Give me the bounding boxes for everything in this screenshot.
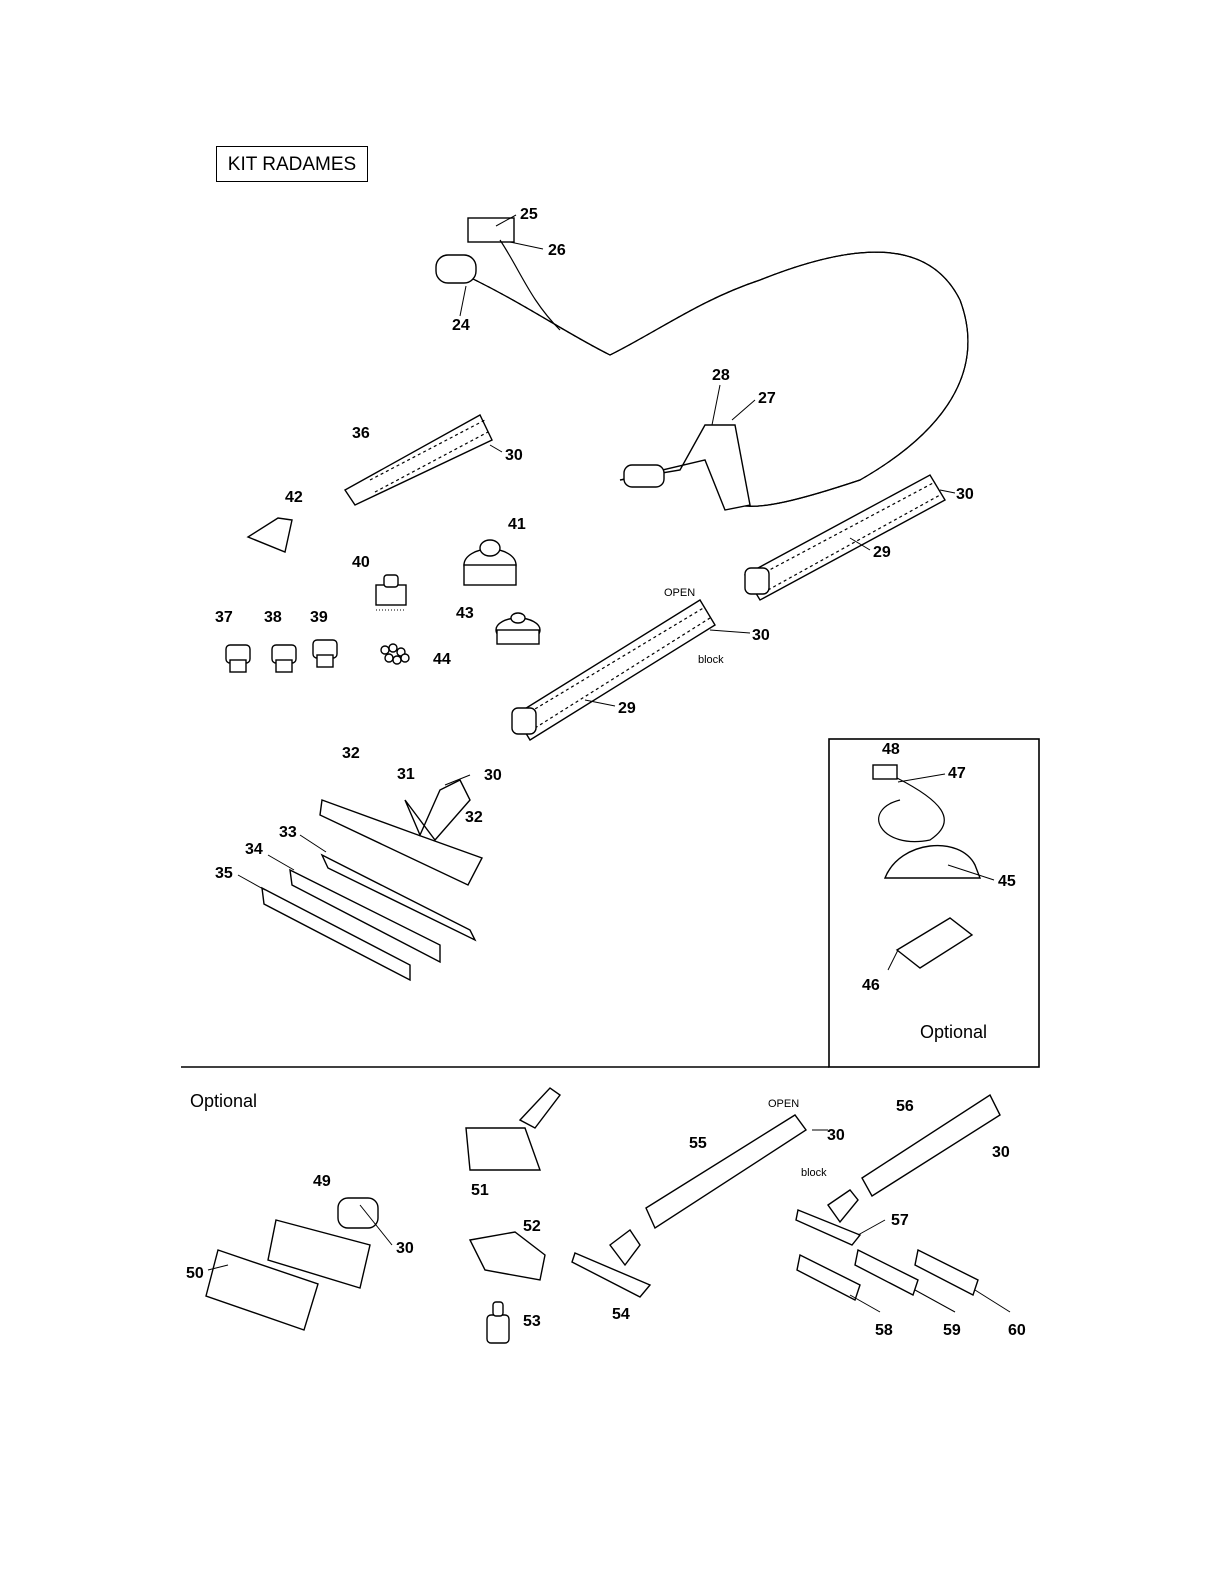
label-30-floor: 30 (484, 767, 502, 784)
nozzle-51 (466, 1088, 560, 1170)
label-37: 37 (215, 609, 233, 626)
label-46: 46 (862, 977, 880, 994)
round-brush-41 (464, 540, 516, 585)
extension-tube-lower (512, 600, 715, 740)
hose-connector (436, 255, 476, 283)
label-36: 36 (352, 425, 370, 442)
label-26: 26 (548, 242, 566, 259)
label-40: 40 (352, 554, 370, 571)
handle-nozzle (624, 465, 664, 487)
brush-strip-58 (797, 1255, 860, 1300)
steam-hose-assembly (436, 218, 968, 510)
optional-box (829, 739, 1039, 1067)
extension-tube-upper (745, 475, 945, 600)
label-block-1: block (698, 654, 724, 666)
label-41: 41 (508, 516, 526, 533)
label-34: 34 (245, 841, 263, 858)
steam-plate-46 (897, 918, 972, 968)
nozzle-57 (796, 1190, 860, 1245)
label-30-window: 30 (396, 1240, 414, 1257)
label-30-tube-55: 30 (827, 1127, 845, 1144)
label-54: 54 (612, 1306, 630, 1323)
label-39: 39 (310, 609, 328, 626)
small-brush-38 (272, 645, 296, 672)
label-55: 55 (689, 1135, 707, 1152)
label-32-top: 32 (342, 745, 360, 762)
label-43: 43 (456, 605, 474, 622)
label-open-1: OPEN (664, 587, 695, 599)
label-30-lance: 30 (505, 447, 523, 464)
label-29-upper: 29 (873, 544, 891, 561)
label-block-2: block (801, 1167, 827, 1179)
label-50: 50 (186, 1265, 204, 1282)
label-45: 45 (998, 873, 1016, 890)
label-29-lower: 29 (618, 700, 636, 717)
label-53: 53 (523, 1313, 541, 1330)
plug-25 (468, 218, 514, 242)
tube-56 (862, 1095, 1000, 1196)
small-brush-37 (226, 645, 250, 672)
round-brush-43 (496, 613, 540, 644)
label-32-side: 32 (465, 809, 483, 826)
bottle-53 (487, 1302, 509, 1343)
label-44: 44 (433, 651, 451, 668)
label-28: 28 (712, 367, 730, 384)
label-25: 25 (520, 206, 538, 223)
label-27: 27 (758, 390, 776, 407)
label-52: 52 (523, 1218, 541, 1235)
nozzle-54 (572, 1230, 650, 1297)
optional-box-label: Optional (920, 1022, 987, 1042)
adapter-52 (470, 1232, 545, 1280)
optional-section-label: Optional (190, 1091, 257, 1111)
label-49: 49 (313, 1173, 331, 1190)
label-31: 31 (397, 766, 415, 783)
small-brush-39 (313, 640, 337, 667)
label-48: 48 (882, 741, 900, 758)
label-24: 24 (452, 317, 470, 334)
label-57: 57 (891, 1212, 909, 1229)
label-35: 35 (215, 865, 233, 882)
label-60: 60 (1008, 1322, 1026, 1339)
label-42: 42 (285, 489, 303, 506)
cone-nozzle-42 (248, 518, 292, 552)
label-58: 58 (875, 1322, 893, 1339)
label-47: 47 (948, 765, 966, 782)
label-59: 59 (943, 1322, 961, 1339)
label-30-tube-56: 30 (992, 1144, 1010, 1161)
leader-lines (208, 215, 1010, 1312)
label-56: 56 (896, 1098, 914, 1115)
label-open-2: OPEN (768, 1098, 799, 1110)
label-33: 33 (279, 824, 297, 841)
brush-40 (376, 575, 406, 610)
label-51: 51 (471, 1182, 489, 1199)
label-38: 38 (264, 609, 282, 626)
label-30-tube-upper: 30 (956, 486, 974, 503)
brush-strip-59 (855, 1250, 918, 1295)
o-rings-44 (381, 644, 409, 664)
tube-55 (646, 1115, 806, 1228)
brush-strip-60 (915, 1250, 978, 1295)
label-30-tube-lower: 30 (752, 627, 770, 644)
